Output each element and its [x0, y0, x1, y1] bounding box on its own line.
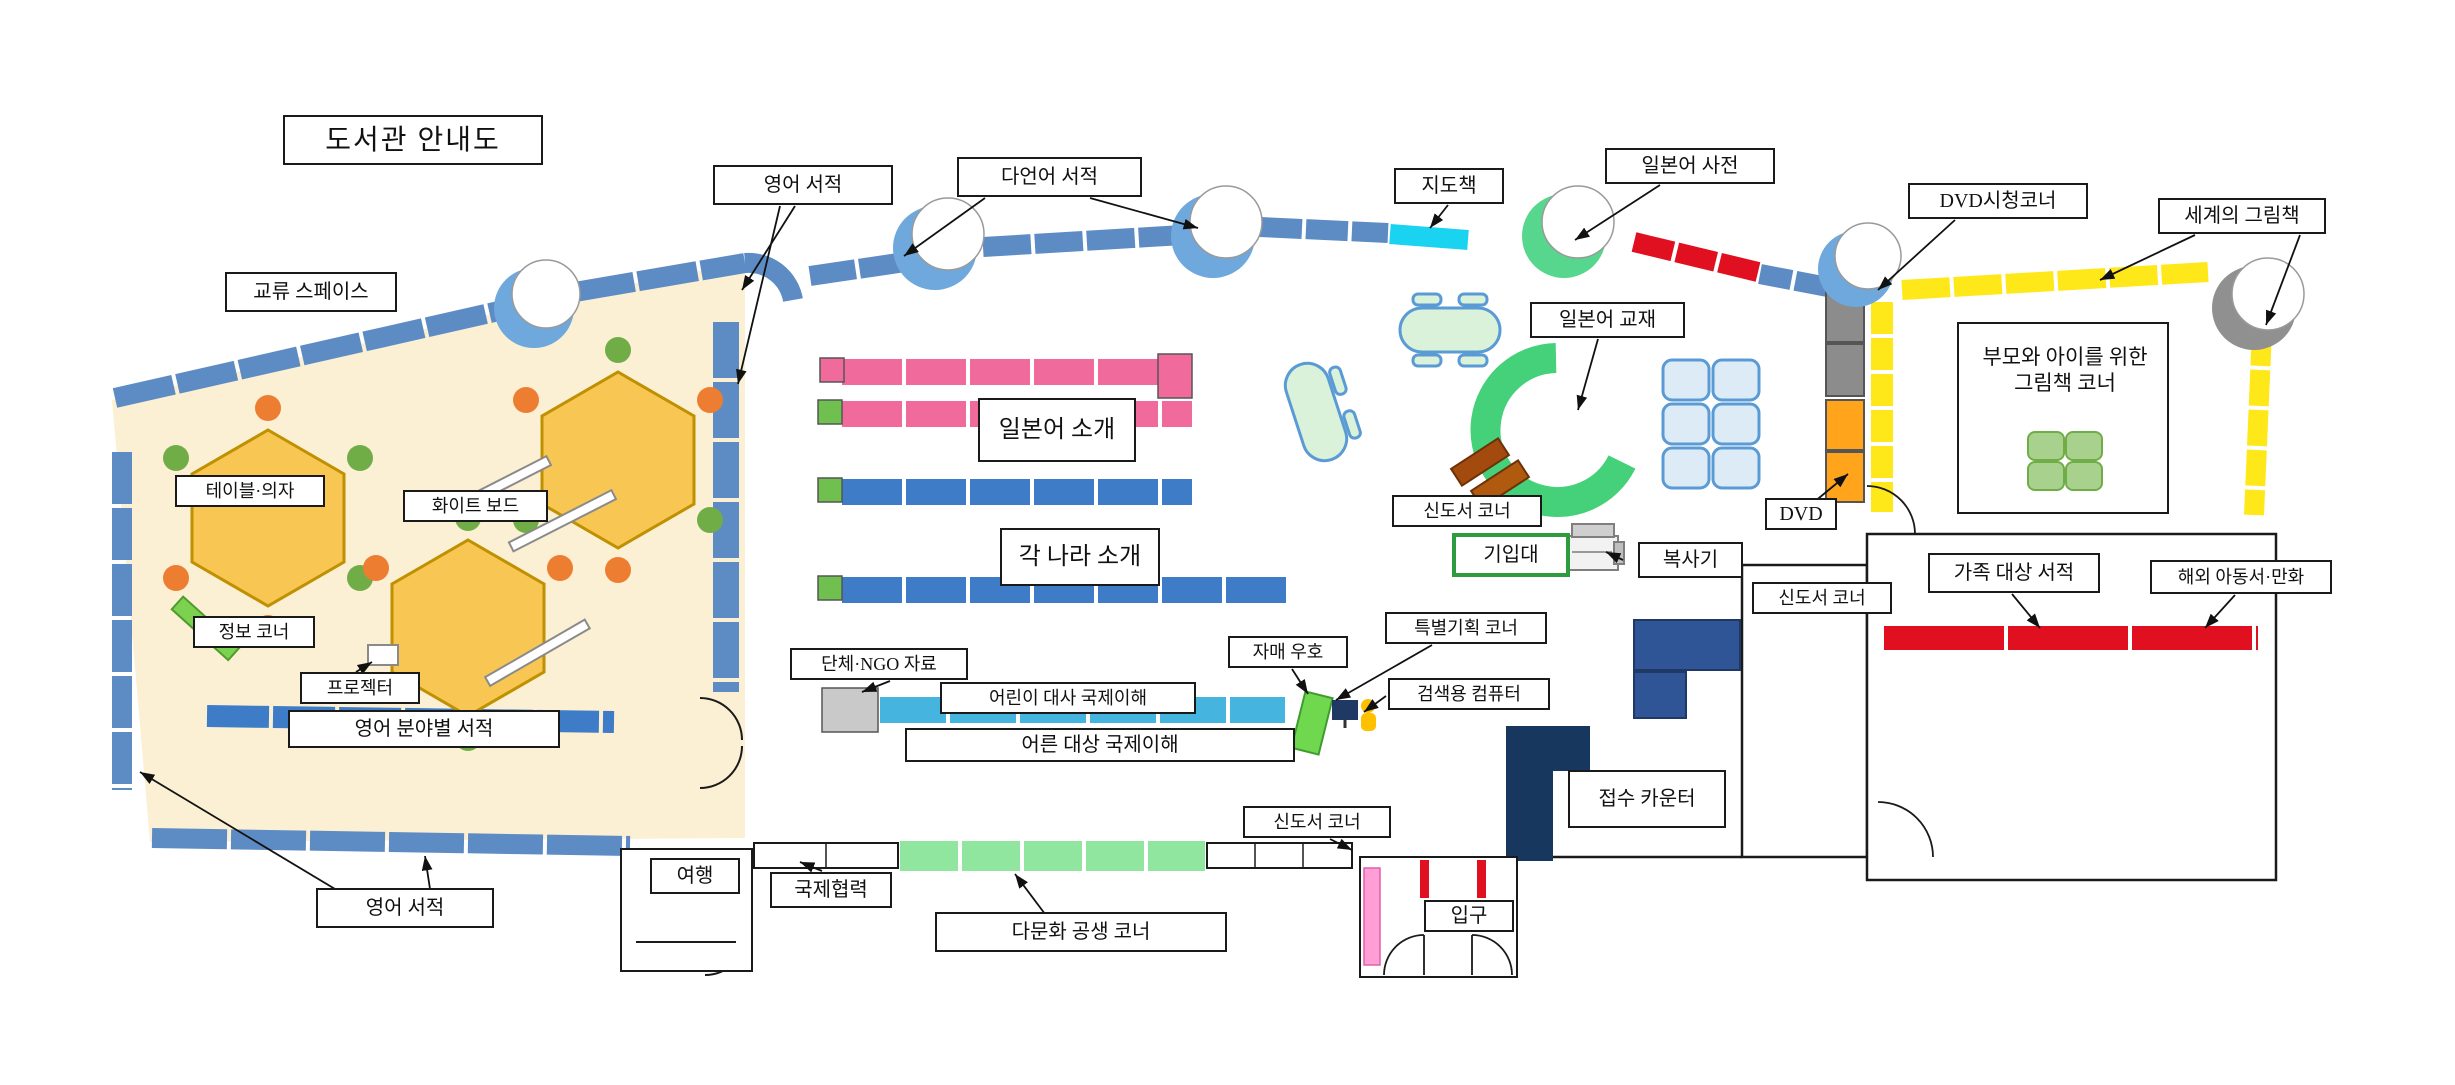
wall-corner-curve — [744, 252, 803, 303]
label-english-books-top: 영어 서적 — [713, 165, 893, 205]
label-english-books-by-field: 영어 분야별 서적 — [288, 710, 560, 748]
row-end-blocks — [817, 353, 1193, 733]
label-adult-intl: 어른 대상 국제이해 — [905, 728, 1295, 762]
pillars — [494, 185, 2305, 350]
label-family-books: 가족 대상 서적 — [1928, 553, 2100, 593]
top-shelf-bands — [808, 217, 2272, 516]
label-parents-picture-book-corner: 부모와 아이를 위한 그림책 코너 — [1982, 344, 2148, 395]
bottom-shelves — [753, 841, 1353, 871]
label-copier: 복사기 — [1638, 542, 1743, 578]
label-travel: 여행 — [650, 858, 740, 894]
label-japanese-dictionary: 일본어 사전 — [1605, 148, 1775, 184]
label-writing-desk: 기입대 — [1452, 533, 1570, 577]
label-search-computer: 검색용 컴퓨터 — [1388, 678, 1550, 710]
label-dvd-viewing-corner: DVD시청코너 — [1908, 183, 2088, 219]
label-japanese-intro: 일본어 소개 — [978, 398, 1136, 462]
projector-box — [367, 644, 399, 666]
label-special-corner: 특별기획 코너 — [1385, 612, 1547, 644]
study-table-grid — [1661, 358, 1761, 490]
label-dvd: DVD — [1765, 498, 1837, 530]
special-corner-shelf — [1290, 690, 1334, 756]
label-new-books-corner-bottom: 신도서 코너 — [1243, 806, 1391, 838]
label-multicultural-corner: 다문화 공생 코너 — [935, 912, 1227, 952]
label-entrance: 입구 — [1424, 900, 1514, 932]
copier-graphic — [1565, 523, 1625, 571]
search-computer-graphic — [1332, 699, 1376, 731]
label-atlas: 지도책 — [1394, 168, 1504, 204]
label-overseas-children-books: 해외 아동서·만화 — [2150, 560, 2332, 594]
label-ngo-materials: 단체·NGO 자료 — [790, 648, 968, 680]
label-sister-friendship: 자매 우호 — [1228, 636, 1348, 668]
label-japanese-textbooks: 일본어 교재 — [1530, 302, 1685, 338]
page-title: 도서관 안내도 — [283, 115, 543, 165]
dvd-shelf-column — [1825, 289, 1865, 503]
label-new-books-corner-mid: 신도서 코너 — [1392, 495, 1542, 527]
label-info-corner: 정보 코너 — [193, 616, 315, 648]
label-intl-cooperation: 국제협력 — [770, 872, 892, 908]
label-multilingual-books: 다언어 서적 — [957, 157, 1142, 197]
label-country-intro: 각 나라 소개 — [1000, 528, 1160, 586]
reception-counter-shape — [1506, 726, 1590, 861]
japanese-textbook-curve — [1449, 343, 1636, 517]
label-children-ambassador: 어린이 대사 국제이해 — [940, 682, 1196, 714]
label-table-chairs: 테이블·의자 — [175, 475, 325, 507]
label-whiteboard: 화이트 보드 — [403, 490, 548, 522]
label-new-books-corner-right: 신도서 코너 — [1752, 582, 1892, 614]
label-world-picture-books: 세계의 그림책 — [2158, 198, 2326, 234]
label-projector: 프로젝터 — [300, 672, 420, 704]
left-wall-shelves — [112, 253, 747, 856]
parents-corner-box — [1957, 322, 2169, 514]
label-english-books-bottom: 영어 서적 — [316, 888, 494, 928]
label-exchange-space: 교류 스페이스 — [225, 272, 397, 312]
dark-blue-shelves — [1633, 619, 1741, 719]
hexagon-tables — [190, 370, 696, 718]
label-reception-counter: 접수 카운터 — [1568, 770, 1726, 828]
oval-tables — [1283, 292, 1502, 463]
